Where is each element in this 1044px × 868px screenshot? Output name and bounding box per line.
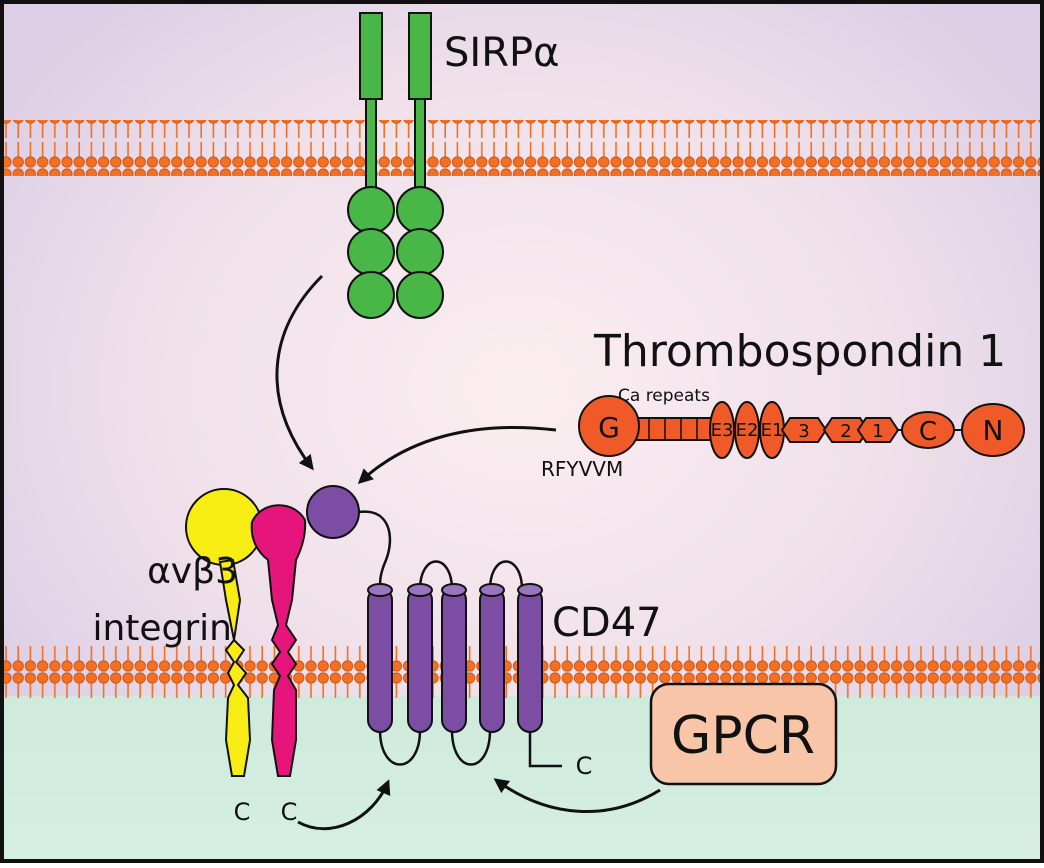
cd47-label: CD47: [552, 600, 662, 646]
ca-repeats-label: Ca repeats: [618, 386, 710, 406]
thrombospondin-label: Thrombospondin 1: [593, 326, 1006, 377]
gpcr-to-cd47-arrow: [493, 778, 661, 813]
rfyvvm-label: RFYVVM: [541, 457, 623, 481]
tsp1-domain-e1: E1: [761, 420, 784, 441]
sirpa-receptor: [347, 12, 444, 319]
gpcr-box: GPCR: [649, 682, 838, 786]
integrin-label-line1: αvβ3: [147, 551, 238, 592]
integrin-alpha-c-terminus: C: [234, 798, 251, 826]
gpcr-label: GPCR: [671, 706, 815, 766]
thrombospondin-1: G E3 E2 E1 3 2 1 C N: [578, 395, 1025, 459]
tsp1-domain-e2: E2: [736, 420, 759, 441]
cd47-c-terminus: C: [576, 752, 593, 780]
integrin-label-line2: integrin: [92, 608, 232, 649]
integrin-alpha-subunit: [185, 488, 263, 777]
tsp1-domain-2: 2: [840, 421, 851, 442]
integrin-beta-subunit: [250, 504, 307, 777]
integrin-beta-c-terminus: C: [281, 798, 298, 826]
tsp1-domain-g: G: [598, 411, 620, 444]
tsp1-domain-c: C: [919, 417, 937, 447]
tsp1-domain-3: 3: [798, 421, 809, 442]
tsp1-domain-n: N: [983, 414, 1004, 447]
integrin-to-cd47-arrow: [297, 779, 391, 831]
cd47-receptor: [306, 485, 562, 768]
tsp1-binding-arrow: [357, 426, 557, 485]
top-cell-membrane: [4, 120, 1040, 176]
tsp1-domain-1: 1: [872, 421, 883, 442]
tsp1-domain-e3: E3: [711, 420, 734, 441]
sirpa-binding-arrow: [275, 274, 324, 471]
sirpa-label: SIRPα: [444, 30, 559, 76]
